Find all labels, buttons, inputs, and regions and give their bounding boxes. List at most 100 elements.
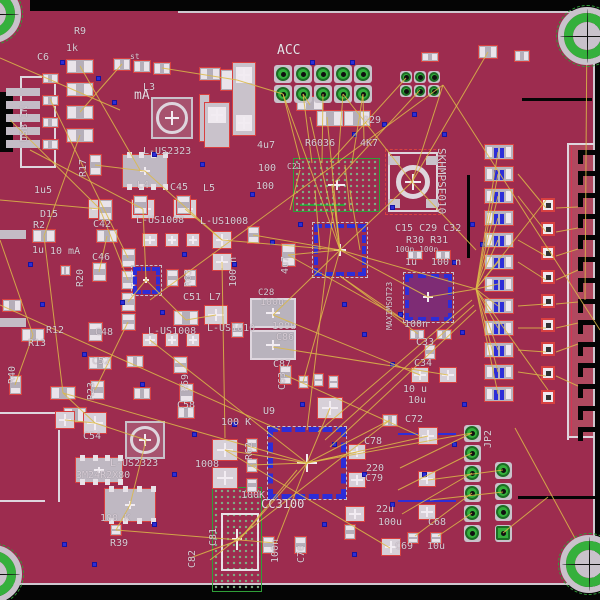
test-pad[interactable]: [541, 246, 555, 260]
acc-header-pin[interactable]: [316, 87, 330, 101]
aux-header-pin[interactable]: [401, 86, 411, 96]
edge-connector-finger[interactable]: [578, 277, 600, 292]
smd-passive[interactable]: [173, 310, 199, 326]
test-pad[interactable]: [541, 342, 555, 356]
via[interactable]: [96, 76, 101, 81]
aux-header-pin[interactable]: [429, 86, 439, 96]
mounting-hole-bottom-left[interactable]: [0, 543, 24, 600]
resistor-array[interactable]: [484, 144, 514, 160]
test-pad[interactable]: [541, 366, 555, 380]
via[interactable]: [352, 552, 357, 557]
jp2-header-a-pin[interactable]: [465, 506, 479, 520]
smd-pad[interactable]: [186, 233, 200, 247]
smd-passive[interactable]: [41, 94, 59, 106]
tactile-switch[interactable]: [385, 149, 441, 215]
via[interactable]: [62, 542, 67, 547]
via[interactable]: [350, 60, 355, 65]
test-pad[interactable]: [541, 390, 555, 404]
smd-passive[interactable]: [91, 262, 107, 282]
smd-passive[interactable]: [41, 116, 59, 128]
via[interactable]: [462, 402, 467, 407]
smd-pad[interactable]: [411, 367, 429, 383]
smd-passive[interactable]: [165, 269, 179, 287]
edge-connector-finger[interactable]: [578, 320, 600, 335]
resistor-array[interactable]: [484, 342, 514, 358]
via[interactable]: [300, 402, 305, 407]
smd-passive[interactable]: [32, 229, 56, 243]
via[interactable]: [120, 300, 125, 305]
via[interactable]: [352, 132, 357, 137]
edge-connector-finger[interactable]: [578, 299, 600, 314]
mounting-hole-top-right[interactable]: [556, 5, 600, 67]
smd-passive[interactable]: [50, 386, 76, 400]
via[interactable]: [390, 205, 395, 210]
via[interactable]: [332, 442, 337, 447]
jp2-header-a-pin[interactable]: [465, 486, 479, 500]
via[interactable]: [382, 122, 387, 127]
test-pad[interactable]: [541, 198, 555, 212]
via[interactable]: [200, 162, 205, 167]
acc-header-pin[interactable]: [276, 67, 290, 81]
smd-pad[interactable]: [212, 231, 232, 249]
electrolytic-capacitor[interactable]: [125, 421, 165, 459]
via[interactable]: [422, 472, 427, 477]
via[interactable]: [172, 472, 177, 477]
via[interactable]: [390, 502, 395, 507]
ic-qfn[interactable]: [312, 222, 368, 278]
via[interactable]: [270, 240, 275, 245]
smd-passive[interactable]: [2, 298, 22, 312]
jp2-header-a-pin[interactable]: [465, 466, 479, 480]
smd-passive[interactable]: [120, 313, 136, 331]
aux-header-pin[interactable]: [429, 72, 439, 82]
smd-pad[interactable]: [418, 471, 436, 487]
jp2-header-b-pin[interactable]: [496, 505, 510, 519]
smd-passive[interactable]: [153, 61, 171, 75]
smd-pad[interactable]: [204, 305, 228, 325]
smd-passive[interactable]: [132, 195, 148, 215]
aux-header-pin[interactable]: [415, 72, 425, 82]
edge-connector-finger[interactable]: [578, 384, 600, 399]
smd-passive[interactable]: [478, 45, 498, 59]
ic-accelerometer[interactable]: [402, 271, 454, 323]
resistor-array[interactable]: [484, 166, 514, 182]
acc-header-pin[interactable]: [296, 87, 310, 101]
aux-header-pin[interactable]: [401, 72, 411, 82]
aux-header-pin[interactable]: [415, 86, 425, 96]
jp2-header-a-pin[interactable]: [465, 526, 479, 540]
smd-passive[interactable]: [66, 81, 94, 97]
edge-connector-finger[interactable]: [578, 150, 600, 164]
mounting-hole-bottom-right[interactable]: [558, 533, 600, 595]
resistor-array[interactable]: [484, 298, 514, 314]
via[interactable]: [342, 302, 347, 307]
jp2-header-b-pin[interactable]: [496, 484, 510, 498]
ic-qfn[interactable]: [130, 264, 162, 296]
smd-passive[interactable]: [436, 328, 452, 340]
smd-pad[interactable]: [212, 467, 238, 489]
smd-passive[interactable]: [41, 72, 59, 84]
via[interactable]: [460, 330, 465, 335]
smd-passive[interactable]: [133, 59, 151, 73]
edge-connector-finger[interactable]: [578, 341, 600, 356]
resistor-array[interactable]: [484, 364, 514, 380]
acc-header-pin[interactable]: [276, 87, 290, 101]
via[interactable]: [28, 262, 33, 267]
resistor-array[interactable]: [484, 386, 514, 402]
via[interactable]: [82, 352, 87, 357]
smd-passive[interactable]: [88, 154, 102, 176]
smd-passive[interactable]: [66, 58, 94, 74]
jp2-header-a-pin[interactable]: [465, 446, 479, 460]
edge-connector-finger[interactable]: [578, 363, 600, 377]
ic-cc3100[interactable]: [267, 426, 347, 500]
smd-passive[interactable]: [133, 386, 151, 400]
via[interactable]: [250, 192, 255, 197]
smd-passive[interactable]: [312, 373, 324, 387]
smd-passive[interactable]: [126, 354, 144, 368]
test-pad[interactable]: [541, 222, 555, 236]
acc-header-pin[interactable]: [336, 67, 350, 81]
chip-antenna[interactable]: [212, 487, 262, 592]
electrolytic-capacitor[interactable]: [151, 97, 193, 139]
smd-pad[interactable]: [439, 367, 457, 383]
via[interactable]: [92, 562, 97, 567]
smd-passive[interactable]: [113, 57, 131, 71]
